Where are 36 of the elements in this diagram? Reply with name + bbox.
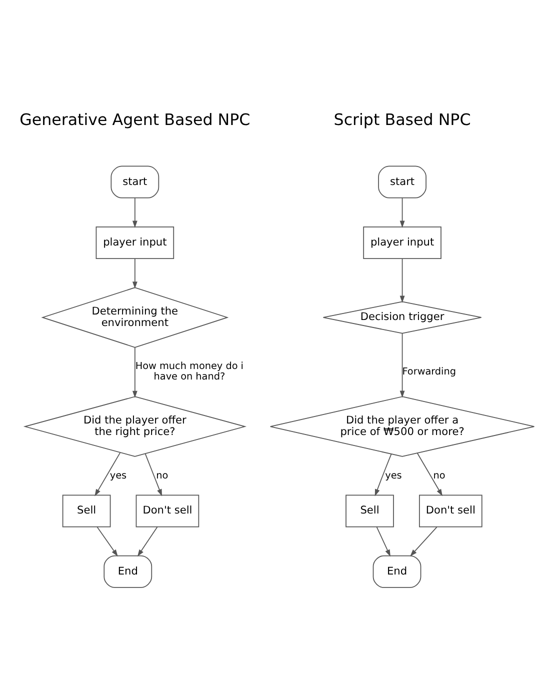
node-diamond: Decision trigger bbox=[322, 301, 482, 334]
node-box: Don't sell bbox=[136, 494, 200, 528]
node-diamond: Did the player offer a price of ₩500 or more? bbox=[270, 396, 535, 457]
arrow bbox=[94, 452, 121, 496]
node-box: Don't sell bbox=[419, 494, 482, 528]
node-box: start bbox=[110, 166, 160, 198]
arrow bbox=[400, 333, 405, 398]
node-box: Sell bbox=[62, 494, 111, 528]
arrow bbox=[416, 452, 442, 496]
edge-label: no bbox=[433, 470, 446, 482]
edge-label: How much money do i have on hand? bbox=[135, 361, 244, 383]
node-box: player input bbox=[363, 226, 442, 259]
node-box: start bbox=[378, 166, 426, 198]
arrow bbox=[410, 526, 438, 556]
arrow bbox=[400, 198, 405, 228]
arrow bbox=[376, 526, 390, 557]
node-box: player input bbox=[96, 226, 174, 259]
arrow bbox=[400, 258, 405, 303]
node-diamond: Determining the environment bbox=[41, 287, 229, 348]
edge-label: yes bbox=[385, 470, 402, 482]
arrow bbox=[132, 346, 138, 398]
arrow bbox=[137, 526, 158, 557]
arrow bbox=[96, 526, 118, 557]
arrow bbox=[132, 258, 138, 289]
label: Generative Agent Based NPC bbox=[20, 110, 250, 130]
label: Script Based NPC bbox=[334, 110, 471, 130]
edge-label: no bbox=[156, 470, 168, 482]
arrow bbox=[144, 453, 162, 496]
arrow bbox=[374, 454, 392, 496]
arrow bbox=[132, 198, 138, 228]
node-box: Sell bbox=[346, 494, 394, 528]
node-box: End bbox=[104, 555, 152, 588]
node-box: End bbox=[372, 555, 422, 588]
node-diamond: Did the player offer the right price? bbox=[23, 396, 247, 457]
edge-label: yes bbox=[110, 470, 127, 482]
edge-label: Forwarding bbox=[402, 366, 456, 378]
